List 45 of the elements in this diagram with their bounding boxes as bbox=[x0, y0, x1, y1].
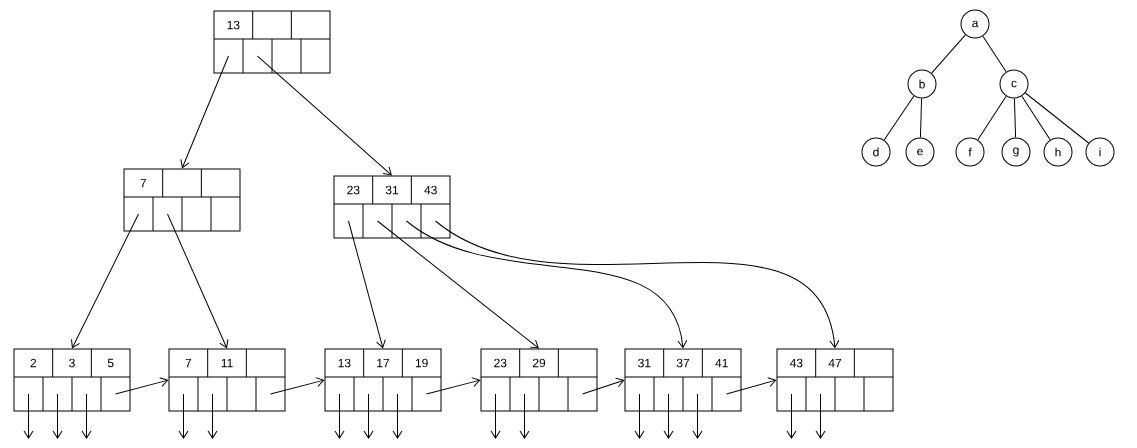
tree-edge bbox=[1013, 98, 1017, 138]
sibling-pointer-arrow bbox=[726, 377, 777, 395]
sibling-pointer-arrow bbox=[115, 377, 169, 395]
null-pointer-arrow bbox=[334, 393, 345, 439]
tree-edge bbox=[919, 98, 923, 138]
child-pointer-arrow bbox=[377, 220, 539, 349]
null-pointer-arrow bbox=[392, 393, 403, 439]
sibling-pointer-arrow bbox=[582, 377, 625, 395]
null-pointer-arrow bbox=[634, 393, 645, 439]
child-pointer-arrow bbox=[406, 220, 688, 349]
null-pointer-arrow bbox=[23, 393, 34, 439]
tree-node-box: 2 3 5 bbox=[13, 348, 131, 412]
tree-node-box: 7 bbox=[123, 168, 241, 232]
tree-edge bbox=[931, 34, 966, 74]
null-pointer-arrow bbox=[52, 393, 63, 439]
tree-node-box: 13 bbox=[213, 10, 331, 74]
tree-edge bbox=[883, 95, 915, 141]
child-pointer-arrow bbox=[71, 213, 139, 349]
null-pointer-arrow bbox=[663, 393, 674, 439]
tree-node-box: 23 31 43 bbox=[333, 175, 451, 239]
null-pointer-arrow bbox=[81, 393, 92, 439]
child-pointer-arrow bbox=[257, 55, 392, 176]
null-pointer-arrow bbox=[786, 393, 797, 439]
null-pointer-arrow bbox=[815, 393, 826, 439]
null-pointer-arrow bbox=[207, 393, 218, 439]
tree-edge bbox=[982, 35, 1007, 73]
child-pointer-arrow bbox=[435, 220, 840, 349]
child-pointer-arrow bbox=[167, 213, 229, 349]
tree-node-box: 7 11 bbox=[168, 348, 286, 412]
tree-edge bbox=[1021, 95, 1051, 141]
tree-edge bbox=[977, 95, 1007, 141]
sibling-pointer-arrow bbox=[426, 377, 481, 395]
child-pointer-arrow bbox=[348, 220, 386, 349]
null-pointer-arrow bbox=[692, 393, 703, 439]
null-pointer-arrow bbox=[178, 393, 189, 439]
tree-node-box: 43 47 bbox=[776, 348, 894, 412]
tree-edge bbox=[1024, 92, 1090, 144]
tree-node-box: 13 17 19 bbox=[324, 348, 442, 412]
null-pointer-arrow bbox=[363, 393, 374, 439]
tree-node-box: 31 37 41 bbox=[624, 348, 742, 412]
null-pointer-arrow bbox=[519, 393, 530, 439]
sibling-pointer-arrow bbox=[270, 377, 325, 395]
tree-node-box: 23 29 bbox=[480, 348, 598, 412]
child-pointer-arrow bbox=[180, 55, 229, 169]
null-pointer-arrow bbox=[490, 393, 501, 439]
